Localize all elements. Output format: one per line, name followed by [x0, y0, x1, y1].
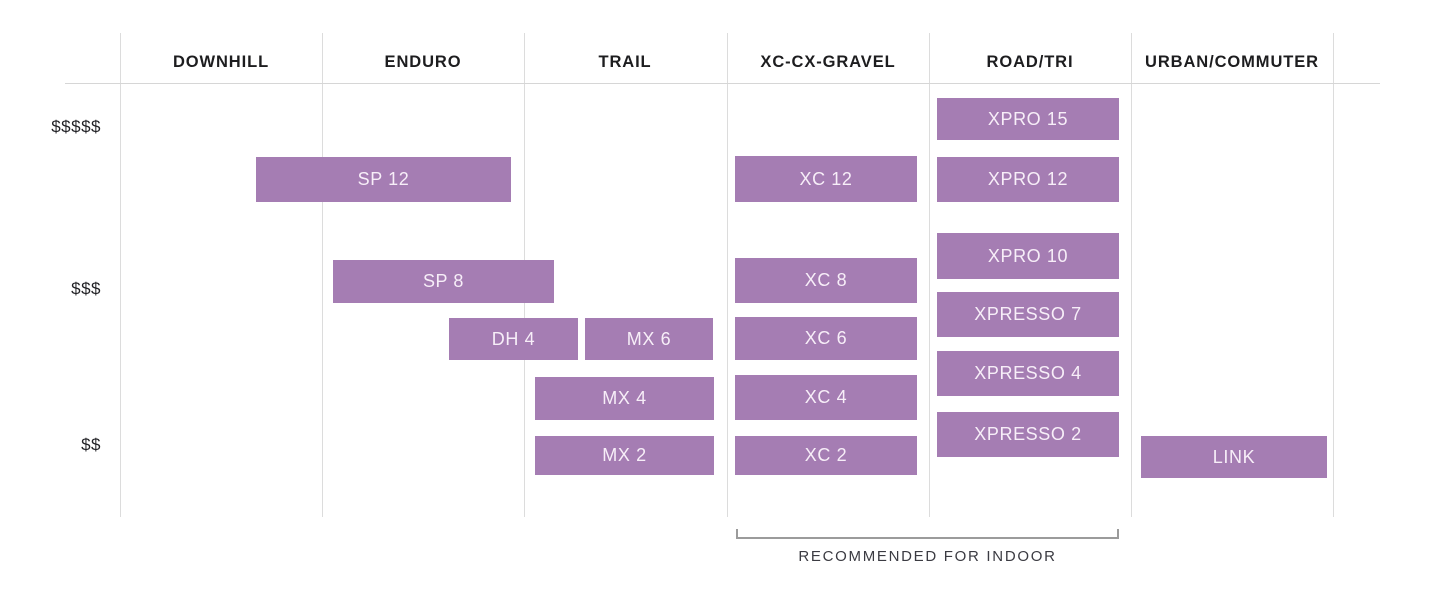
- product-bar-xpresso-7: XPRESSO 7: [937, 292, 1119, 337]
- product-bar-link: LINK: [1141, 436, 1327, 478]
- product-bar-sp-12: SP 12: [256, 157, 511, 202]
- column-gridline: [120, 33, 121, 517]
- column-header-enduro: ENDURO: [384, 53, 462, 71]
- product-bar-mx-4: MX 4: [535, 377, 714, 420]
- product-bar-mx-2: MX 2: [535, 436, 714, 475]
- column-gridline: [727, 33, 728, 517]
- product-bar-xc-6: XC 6: [735, 317, 917, 360]
- product-bar-mx-6: MX 6: [585, 318, 713, 360]
- indoor-bracket: [736, 529, 1119, 539]
- product-bar-xc-8: XC 8: [735, 258, 917, 303]
- column-gridline: [322, 33, 323, 517]
- product-bar-xpro-15: XPRO 15: [937, 98, 1119, 140]
- column-header-road-tri: ROAD/TRI: [986, 53, 1074, 71]
- column-header-xc-cx-gravel: XC-CX-GRAVEL: [760, 53, 896, 71]
- column-gridline: [1131, 33, 1132, 517]
- product-bar-xc-12: XC 12: [735, 156, 917, 202]
- price-tier-2: $$: [81, 435, 101, 454]
- indoor-caption: RECOMMENDED FOR INDOOR: [798, 548, 1057, 565]
- product-bar-dh-4: DH 4: [449, 318, 578, 360]
- price-tier-3: $$$: [71, 279, 101, 298]
- column-header-downhill: DOWNHILL: [172, 53, 270, 71]
- product-bar-xc-4: XC 4: [735, 375, 917, 420]
- product-bar-xpro-12: XPRO 12: [937, 157, 1119, 202]
- column-header-urban-commuter: URBAN/COMMUTER: [1145, 53, 1319, 71]
- product-bar-sp-8: SP 8: [333, 260, 554, 303]
- column-gridline: [1333, 33, 1334, 517]
- product-bar-xc-2: XC 2: [735, 436, 917, 475]
- price-tier-5: $$$$$: [51, 117, 101, 136]
- product-bar-xpresso-2: XPRESSO 2: [937, 412, 1119, 457]
- column-gridline: [929, 33, 930, 517]
- column-header-trail: TRAIL: [598, 53, 652, 71]
- product-bar-xpresso-4: XPRESSO 4: [937, 351, 1119, 396]
- product-bar-xpro-10: XPRO 10: [937, 233, 1119, 279]
- header-rule: [65, 83, 1380, 84]
